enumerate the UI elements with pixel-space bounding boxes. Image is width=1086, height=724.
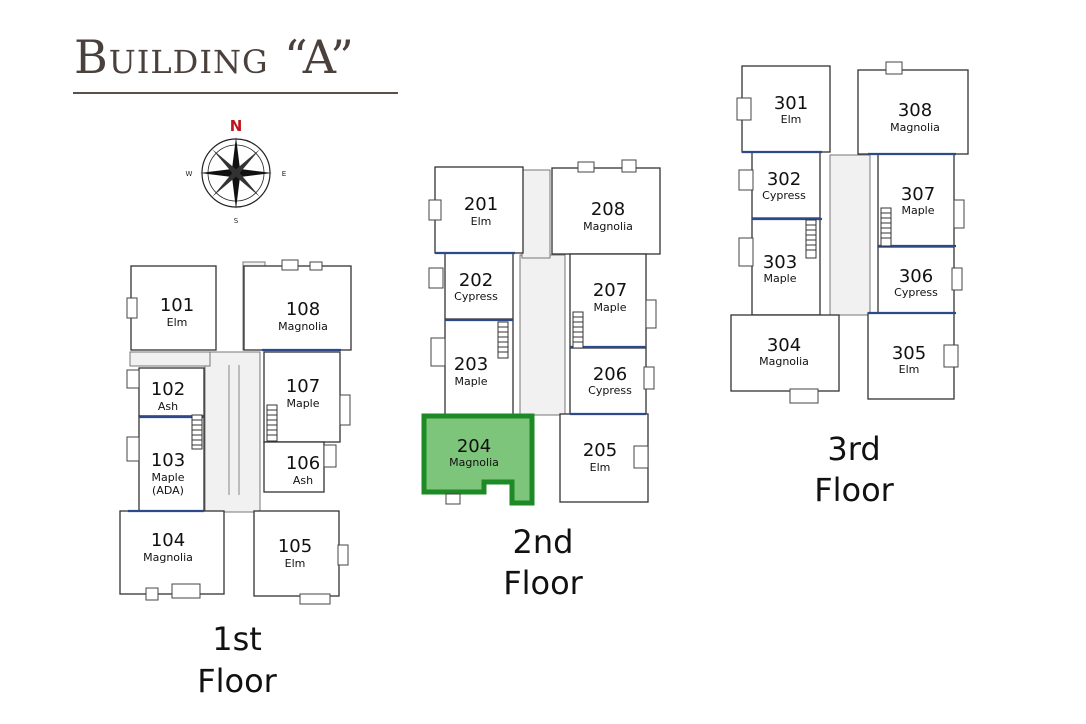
compass-west-label: W: [186, 170, 193, 178]
unit-202-number: 202: [459, 270, 493, 291]
unit-306-number: 306: [899, 266, 933, 287]
unit-308-number: 308: [898, 100, 932, 121]
unit-307-number: 307: [901, 184, 935, 205]
unit-208: [551, 167, 661, 255]
unit-301-name: Elm: [781, 113, 802, 126]
unit-104-number: 104: [151, 530, 185, 551]
unit-105-number: 105: [278, 536, 312, 557]
second-floor-plan: [421, 159, 661, 506]
compass-east-label: E: [282, 170, 286, 178]
unit-204-number: 204: [457, 436, 491, 457]
unit-308-name: Magnolia: [890, 121, 940, 134]
unit-305-name: Elm: [899, 363, 920, 376]
unit-304: [730, 314, 840, 392]
unit-207-number: 207: [593, 280, 627, 301]
unit-304-number: 304: [767, 335, 801, 356]
unit-105-name: Elm: [285, 557, 306, 570]
floor-3-label-line1: 3rd: [827, 430, 880, 468]
unit-201-name: Elm: [471, 215, 492, 228]
unit-304-name: Magnolia: [759, 355, 809, 368]
floor-1-label-line2: Floor: [197, 662, 277, 700]
unit-306-name: Cypress: [894, 286, 938, 299]
unit-205: [559, 413, 649, 503]
unit-308: [857, 69, 969, 155]
unit-107-number: 107: [286, 376, 320, 397]
unit-203-number: 203: [454, 354, 488, 375]
building-title: Building “A”: [74, 30, 355, 84]
unit-102-number: 102: [151, 379, 185, 400]
floor-2-label-line2: Floor: [503, 564, 583, 602]
floor-2-label-line1: 2nd: [513, 523, 574, 561]
unit-208-number: 208: [591, 199, 625, 220]
unit-202-name: Cypress: [454, 290, 498, 303]
unit-101-number: 101: [160, 295, 194, 316]
unit-106-name: Ash: [293, 474, 313, 487]
unit-203-name: Maple: [454, 375, 487, 388]
unit-201-number: 201: [464, 194, 498, 215]
unit-306: [877, 246, 955, 314]
unit-106-number: 106: [286, 453, 320, 474]
unit-204-highlight[interactable]: [421, 413, 535, 506]
unit-303-number: 303: [763, 252, 797, 273]
unit-103-name: Maple: [151, 471, 184, 484]
unit-104: [119, 510, 225, 595]
floor-1-label-line1: 1st: [212, 620, 262, 658]
compass-rose-icon: N S E W: [186, 117, 287, 225]
unit-206-number: 206: [593, 364, 627, 385]
unit-207-name: Maple: [593, 301, 626, 314]
unit-104-name: Magnolia: [143, 551, 193, 564]
unit-206-name: Cypress: [588, 384, 632, 397]
unit-204-name: Magnolia: [449, 456, 499, 469]
unit-301-number: 301: [774, 93, 808, 114]
unit-205-number: 205: [583, 440, 617, 461]
compass-north-label: N: [230, 117, 243, 135]
unit-107-name: Maple: [286, 397, 319, 410]
third-floor-plan: [730, 61, 969, 404]
unit-108-number: 108: [286, 299, 320, 320]
unit-103-note: (ADA): [152, 484, 184, 497]
unit-108: [243, 265, 352, 351]
unit-202: [444, 252, 514, 320]
unit-102-name: Ash: [158, 400, 178, 413]
unit-labels: 101 Elm 102 Ash 103 Maple (ADA) 104 Magn…: [143, 93, 940, 570]
unit-205-name: Elm: [590, 461, 611, 474]
unit-101-name: Elm: [167, 316, 188, 329]
unit-208-name: Magnolia: [583, 220, 633, 233]
unit-301: [741, 65, 831, 153]
unit-307-name: Maple: [901, 204, 934, 217]
unit-101: [130, 265, 217, 351]
unit-302-name: Cypress: [762, 189, 806, 202]
unit-103-number: 103: [151, 450, 185, 471]
floor-labels: 1st Floor 2nd Floor 3rd Floor: [197, 430, 894, 700]
compass-south-label: S: [234, 217, 239, 225]
unit-305-number: 305: [892, 343, 926, 364]
title-underline: [73, 92, 398, 94]
unit-303-name: Maple: [763, 272, 796, 285]
unit-201: [434, 166, 524, 254]
unit-302-number: 302: [767, 169, 801, 190]
first-floor-plan: [119, 259, 352, 605]
unit-108-name: Magnolia: [278, 320, 328, 333]
floor-3-label-line2: Floor: [814, 471, 894, 509]
